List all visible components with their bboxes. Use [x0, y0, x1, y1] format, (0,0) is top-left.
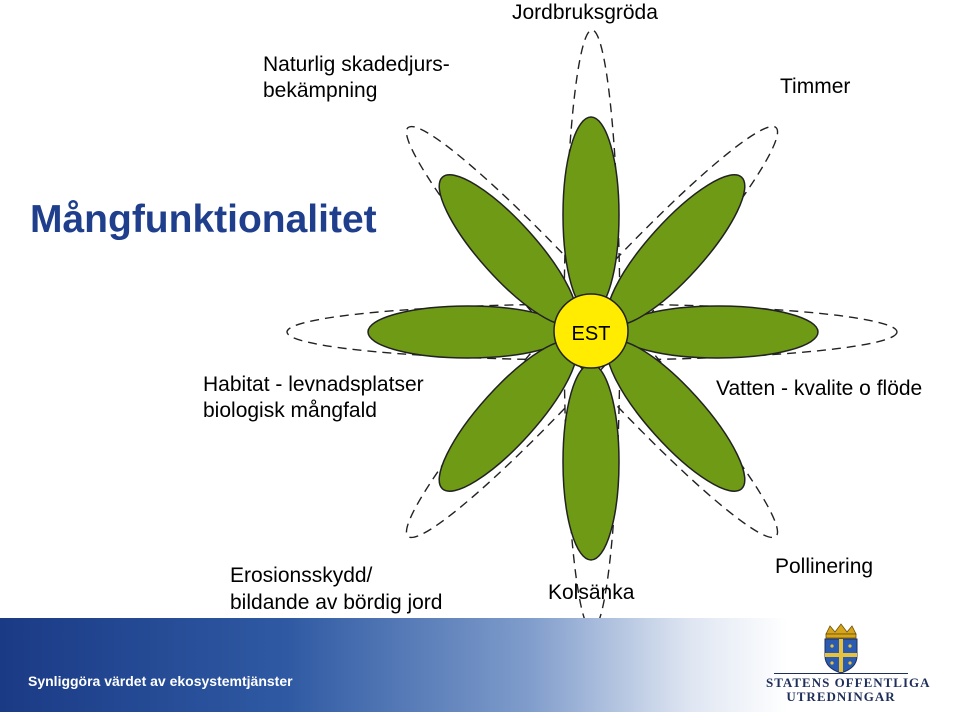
label-timmer: Timmer: [780, 75, 851, 98]
dashed-petal-horizontal: [286, 303, 898, 361]
label-jordbruksgroda: Jordbruksgröda: [512, 1, 658, 24]
label-kolsanka: Kolsänka: [548, 581, 635, 604]
label-habitat-line2: biologisk mångfald: [203, 399, 377, 422]
footer-text: Synliggöra värdet av ekosystemtjänster: [28, 673, 293, 689]
petal-bottom: [562, 363, 620, 561]
center-circle: [553, 293, 629, 369]
crest-icon: [824, 623, 858, 674]
label-pollinering: Pollinering: [775, 555, 874, 578]
petal-top: [562, 116, 620, 314]
label-vatten: Vatten - kvalite o flöde: [716, 377, 923, 400]
label-skadedjur-line2: bekämpning: [263, 79, 378, 102]
petal-right: [617, 305, 819, 359]
label-habitat-line1: Habitat - levnadsplatser: [203, 373, 424, 396]
label-erosion-line1: Erosionsskydd/: [230, 564, 373, 587]
logo-text-line1: STATENS OFFENTLIGA: [766, 675, 931, 690]
page-title: Mångfunktionalitet: [30, 198, 377, 241]
label-skadedjur-line1: Naturlig skadedjurs-: [263, 53, 450, 76]
green-petals: [367, 116, 819, 561]
label-erosion-line2: bildande av bördig jord: [230, 591, 443, 614]
sou-logo: STATENS OFFENTLIGA UTREDNINGAR: [766, 622, 931, 706]
logo-rule-top: [774, 673, 908, 674]
center-label: EST: [572, 323, 611, 345]
footer-band: [0, 618, 960, 712]
logo-text-line2: UTREDNINGAR: [786, 689, 896, 704]
